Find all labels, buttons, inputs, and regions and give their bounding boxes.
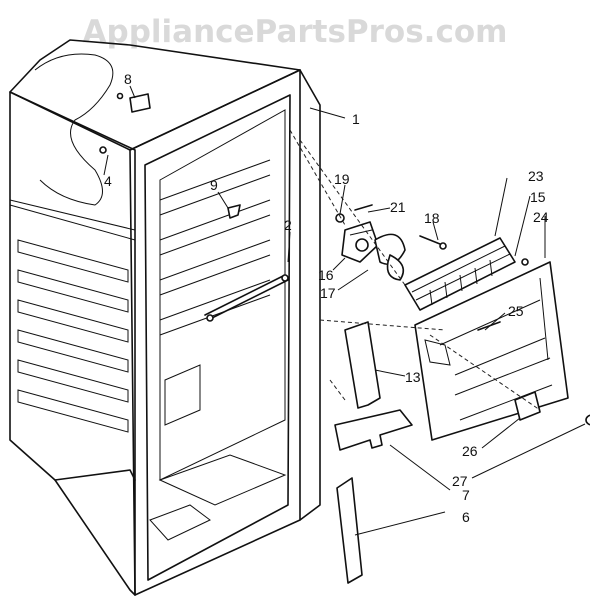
callout-23: 23 (528, 168, 544, 184)
air-grille-part-23 (404, 237, 516, 311)
callout-16: 16 (318, 267, 334, 283)
fan-motor-assembly (335, 204, 447, 281)
callout-labels: 1 2 4 6 7 8 9 13 15 16 17 18 19 21 23 24… (104, 71, 549, 525)
callout-1: 1 (352, 111, 360, 127)
callout-19: 19 (334, 171, 350, 187)
part-9-clip (227, 204, 241, 219)
callout-15: 15 (530, 189, 546, 205)
callout-26: 26 (462, 443, 478, 459)
callout-7: 7 (462, 487, 470, 503)
part-4-screw (99, 146, 107, 154)
callout-6: 6 (462, 509, 470, 525)
callout-17: 17 (320, 285, 336, 301)
screw-part-15 (521, 258, 529, 266)
panel-part-6 (336, 477, 363, 584)
callout-13: 13 (405, 369, 421, 385)
leader-lines (103, 85, 586, 536)
cabinet-liner (9, 39, 321, 596)
part-8-thermostat (116, 92, 151, 113)
callout-8: 8 (124, 71, 132, 87)
callout-18: 18 (424, 210, 440, 226)
callout-9: 9 (210, 177, 218, 193)
callout-24: 24 (533, 209, 549, 225)
baffle-part-7 (334, 409, 413, 451)
callout-2: 2 (284, 217, 292, 233)
callout-21: 21 (390, 199, 406, 215)
alignment-lines (289, 129, 541, 411)
duct-part-13 (344, 321, 381, 409)
plug-part-27 (585, 414, 590, 426)
callout-4: 4 (104, 173, 112, 189)
callout-27: 27 (452, 473, 468, 489)
bracket-part-2 (204, 274, 289, 322)
watermark: AppliancePartsPros.com (82, 14, 508, 50)
cover-part-26 (514, 391, 541, 421)
callout-25: 25 (508, 303, 524, 319)
